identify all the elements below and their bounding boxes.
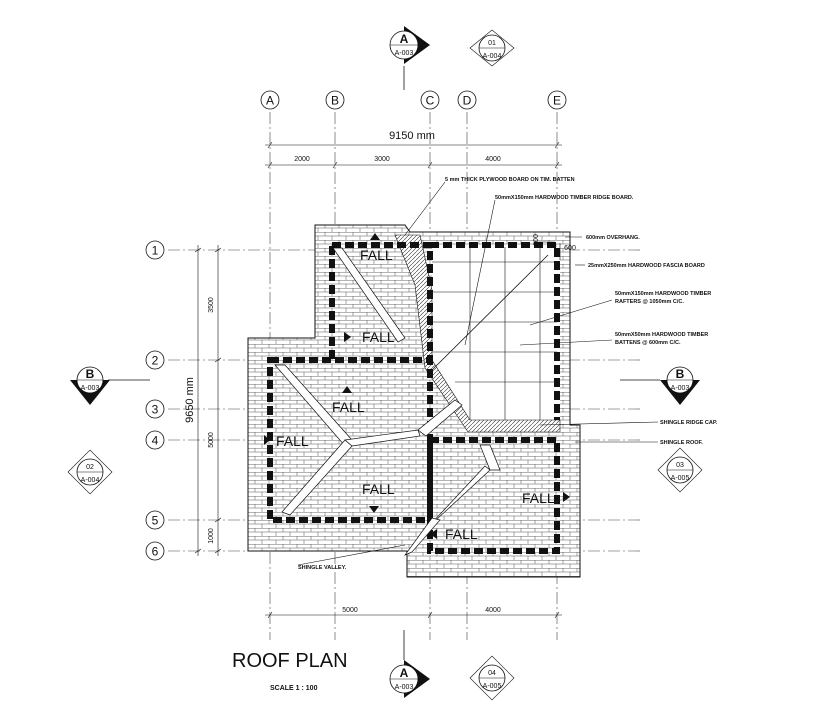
fall-labels: FALL FALL FALL FALL FALL FALL FALL (276, 247, 555, 542)
svg-text:A: A (266, 94, 274, 108)
grid-bubble-c: C (420, 90, 440, 110)
svg-text:3: 3 (152, 403, 159, 417)
svg-text:03: 03 (676, 462, 684, 469)
svg-text:A-005: A-005 (671, 475, 690, 482)
grid-bubble-d: D (457, 90, 477, 110)
svg-text:1: 1 (152, 244, 159, 258)
grid-bubble-5: 5 (145, 510, 165, 530)
svg-text:2: 2 (152, 354, 159, 368)
fall-label-6: FALL (445, 526, 478, 542)
overall-height-dim: 9650 mm (184, 377, 196, 423)
note-overhang: 600mm OVERHANG. (586, 235, 640, 241)
svg-text:A-003: A-003 (395, 684, 414, 691)
left-dim-3: 1000 (208, 528, 215, 544)
svg-text:A: A (400, 666, 409, 680)
top-dim-2: 3000 (374, 156, 390, 163)
note-battens-2: BATTENS @ 600mm C/C. (615, 340, 681, 346)
note-plywood: 5 mm THICK PLYWOOD BOARD ON TIM. BATTEN (445, 177, 575, 183)
note-ridge-board: 50mmX150mm HARDWOOD TIMBER RIDGE BOARD. (495, 195, 634, 201)
top-dim-1: 2000 (294, 156, 310, 163)
svg-text:02: 02 (86, 464, 94, 471)
wall-outline-dashed (267, 242, 560, 554)
note-fascia: 25mmX250mm HARDWOOD FASCIA BOARD (588, 263, 705, 269)
grid-bubble-e: E (547, 90, 567, 110)
detail-tag-top-01: 01 A-004 (469, 29, 515, 67)
detail-tag-left-02: 02 A-004 (67, 449, 113, 495)
grid-bubble-b: B (325, 90, 345, 110)
svg-text:5: 5 (152, 514, 159, 528)
grid-bubble-a: A (260, 90, 280, 110)
left-dimensions (194, 245, 222, 556)
svg-text:A-003: A-003 (671, 385, 690, 392)
roof-outline (247, 224, 581, 578)
svg-text:E: E (553, 94, 561, 108)
note-shingle-roof: SHINGLE ROOF. (660, 440, 703, 446)
fall-label-4: FALL (276, 433, 309, 449)
svg-text:D: D (463, 94, 472, 108)
left-dim-2: 5000 (208, 432, 215, 448)
grid-bubble-4: 4 (145, 430, 165, 450)
bottom-dim-1: 5000 (342, 607, 358, 614)
svg-text:A-004: A-004 (81, 477, 100, 484)
drawing-title: ROOF PLAN (232, 650, 348, 672)
detail-tag-right-03: 03 A-005 (657, 447, 703, 493)
top-dim-3: 4000 (485, 156, 501, 163)
svg-text:B: B (86, 367, 95, 381)
grid-bubble-6: 6 (145, 541, 165, 561)
section-tag-right-b: B A-003 (620, 366, 700, 405)
fall-label-5: FALL (362, 481, 395, 497)
left-dim-1: 3500 (208, 297, 215, 313)
bottom-dim-2: 4000 (485, 607, 501, 614)
note-battens-1: 50mmX50mm HARDWOOD TIMBER (615, 332, 708, 338)
svg-text:A-003: A-003 (395, 50, 414, 57)
note-valley: SHINGLE VALLEY. (298, 565, 347, 571)
section-tag-left-b: B A-003 (70, 366, 150, 405)
grid-bubble-2: 2 (145, 350, 165, 370)
note-rafters-2: RAFTERS @ 1050mm C/C. (615, 299, 684, 305)
svg-text:6: 6 (152, 545, 159, 559)
leader-lines (297, 181, 659, 566)
bottom-dimensions (265, 611, 562, 619)
note-ridge-cap: SHINGLE RIDGE CAP. (660, 420, 718, 426)
overall-width-dim: 9150 mm (389, 130, 435, 142)
fall-label-7: FALL (522, 490, 555, 506)
svg-text:4: 4 (152, 434, 159, 448)
svg-text:04: 04 (488, 670, 496, 677)
svg-text:01: 01 (488, 40, 496, 47)
grid-bubble-3: 3 (145, 399, 165, 419)
overhang-dim-2: 600 (564, 245, 576, 252)
svg-text:B: B (331, 94, 339, 108)
section-tag-bottom-a: A A-003 (389, 630, 430, 698)
section-tag-top-a: A A-003 (389, 26, 430, 90)
svg-text:C: C (426, 94, 435, 108)
hip-ridges (274, 247, 501, 556)
overhang-dim-1: 600 (533, 234, 540, 246)
svg-text:A-003: A-003 (81, 385, 100, 392)
top-dimensions (265, 141, 562, 169)
fall-label-1: FALL (360, 247, 393, 263)
svg-text:B: B (676, 367, 685, 381)
fall-label-3: FALL (332, 399, 365, 415)
fall-arrows (264, 233, 570, 539)
rafters-battens-grid (431, 247, 557, 420)
note-rafters-1: 50mmX150mm HARDWOOD TIMBER (615, 291, 711, 297)
fall-label-2: FALL (362, 329, 395, 345)
grid-bubble-1: 1 (145, 240, 165, 260)
svg-text:A-005: A-005 (483, 683, 502, 690)
svg-text:A: A (400, 32, 409, 46)
drawing-scale: SCALE 1 : 100 (270, 685, 318, 692)
detail-tag-bottom-04: 04 A-005 (469, 655, 515, 701)
svg-text:A-004: A-004 (483, 53, 502, 60)
